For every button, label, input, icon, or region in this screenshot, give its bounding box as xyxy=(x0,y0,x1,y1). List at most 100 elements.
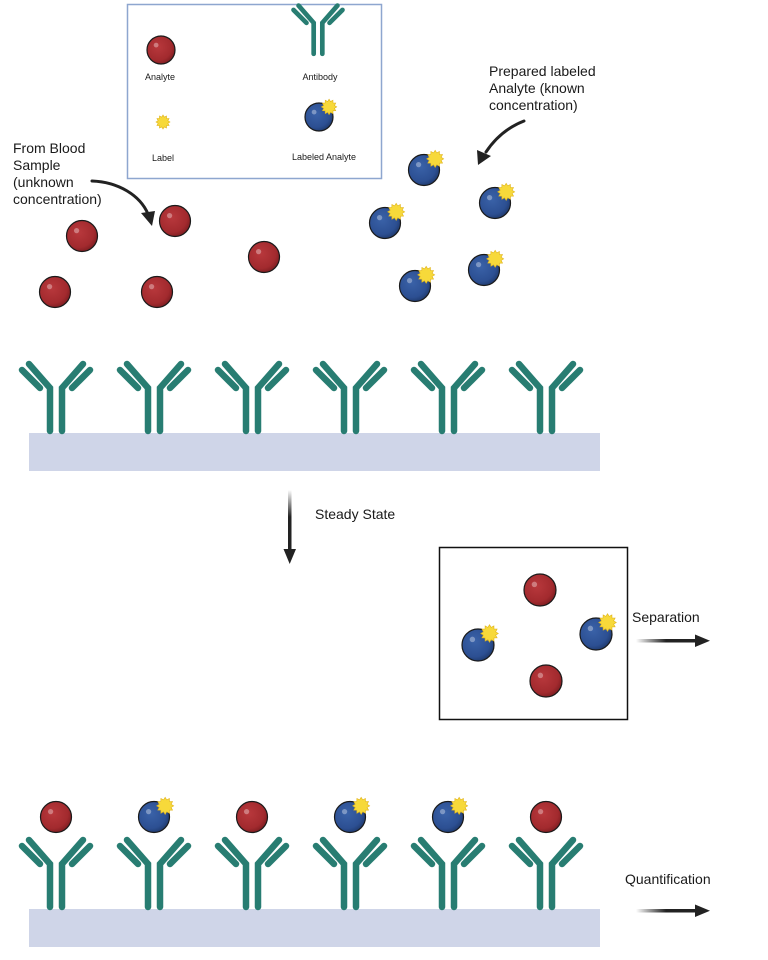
labeled-analyte-sphere xyxy=(579,613,617,651)
steady-state-step: Steady State xyxy=(283,490,395,564)
highlight xyxy=(531,581,538,588)
legend-label-labeled-analyte: Labeled Analyte xyxy=(292,152,356,162)
prepared-line-3: concentration) xyxy=(489,97,578,113)
labeled-analyte-sphere xyxy=(137,796,175,834)
analyte-icon xyxy=(65,219,99,253)
highlight xyxy=(415,161,422,168)
label-star-icon xyxy=(155,114,171,130)
analyte-icon xyxy=(247,240,281,274)
surface-antibodies-top xyxy=(18,360,584,435)
analyte-icon xyxy=(38,275,72,309)
label-star-icon xyxy=(320,98,338,116)
highlight xyxy=(311,109,317,115)
highlight xyxy=(537,672,544,679)
blood-sample-line-2: Sample xyxy=(13,157,61,173)
labeled-analyte-sphere xyxy=(398,265,436,303)
legend-label-antibody: Antibody xyxy=(302,72,338,82)
highlight xyxy=(255,248,262,255)
highlight xyxy=(47,808,54,815)
analyte-sphere xyxy=(65,219,99,253)
label-star-icon xyxy=(387,202,406,221)
legend-item-labeled-analyte xyxy=(304,98,338,132)
prepared-line-2: Analyte (known xyxy=(489,80,585,96)
analyte-sphere xyxy=(158,204,192,238)
highlight xyxy=(243,808,250,815)
label-star-icon xyxy=(417,265,436,284)
labeled-analyte-sphere xyxy=(333,796,371,834)
annotation-prepared-labeled-analyte: Prepared labeled Analyte (known concentr… xyxy=(477,63,596,165)
analyte-icon xyxy=(158,204,192,238)
blood-sample-line-3: (unknown xyxy=(13,174,74,190)
analyte-sphere xyxy=(247,240,281,274)
label-star-icon xyxy=(352,796,371,815)
curved-arrow-icon xyxy=(477,119,526,165)
right-arrow-icon xyxy=(636,634,710,647)
label-star-icon xyxy=(426,149,445,168)
analyte-sphere xyxy=(39,800,73,834)
analyte-sphere xyxy=(523,573,557,607)
highlight xyxy=(153,42,159,48)
antibody-icon xyxy=(18,836,94,911)
label-star-icon xyxy=(598,613,617,632)
analyte-icon xyxy=(523,573,557,607)
blood-sample-line-1: From Blood xyxy=(13,140,85,156)
labeled-analyte-sphere xyxy=(461,624,499,662)
right-arrow-icon xyxy=(636,904,710,917)
separation-label: Separation xyxy=(632,609,700,625)
antibody-icon xyxy=(410,836,486,911)
legend-item-label xyxy=(155,114,171,130)
antibody-icon xyxy=(508,836,584,911)
analyte-sphere xyxy=(235,800,269,834)
quantification-label: Quantification xyxy=(625,871,711,887)
labeled-analyte-sphere xyxy=(368,202,406,240)
highlight xyxy=(587,625,594,632)
annotation-blood-sample: From Blood Sample (unknown concentration… xyxy=(13,140,155,226)
legend-item-antibody xyxy=(291,3,345,57)
blood-sample-line-4: concentration) xyxy=(13,191,102,207)
label-star-icon xyxy=(480,624,499,643)
legend: Analyte Antibody Label Labeled Analyte xyxy=(126,3,383,180)
separation-box xyxy=(438,546,629,721)
highlight xyxy=(475,261,482,268)
analyte-icon xyxy=(529,800,563,834)
labeled-analyte-sphere xyxy=(478,182,516,220)
antibody-icon xyxy=(410,360,486,435)
antibody-icon xyxy=(116,360,192,435)
highlight xyxy=(341,808,348,815)
analyte-sphere xyxy=(529,800,563,834)
analyte-icon xyxy=(140,275,174,309)
highlight xyxy=(486,194,493,201)
steady-state-label: Steady State xyxy=(315,506,395,522)
highlight xyxy=(46,283,53,290)
down-arrow-icon xyxy=(283,490,296,564)
highlight xyxy=(73,227,80,234)
antibody-icon xyxy=(214,836,290,911)
separation-step: Separation xyxy=(632,609,710,647)
antibody-icon xyxy=(116,836,192,911)
highlight xyxy=(145,808,152,815)
highlight xyxy=(537,808,544,815)
legend-label-label: Label xyxy=(152,153,174,163)
legend-item-analyte xyxy=(146,35,176,65)
antibody-icon xyxy=(312,836,388,911)
legend-label-analyte: Analyte xyxy=(145,72,175,82)
label-star-icon xyxy=(156,796,175,815)
surface-antibodies-bottom xyxy=(18,796,584,911)
analyte-icon xyxy=(146,35,176,65)
antibody-icon xyxy=(312,360,388,435)
unbound-particles xyxy=(461,573,617,698)
quantification-step: Quantification xyxy=(625,871,711,917)
analyte-sphere xyxy=(529,664,563,698)
antibody-icon xyxy=(214,360,290,435)
antibody-icon xyxy=(18,360,94,435)
label-star-icon xyxy=(497,182,516,201)
antibody-icon xyxy=(291,3,345,57)
curved-arrow-icon xyxy=(90,179,155,226)
labeled-analyte-sphere xyxy=(431,796,469,834)
highlight xyxy=(469,636,476,643)
labeled-analyte-sphere xyxy=(304,98,338,132)
solid-surface-bottom xyxy=(29,909,600,947)
prepared-line-1: Prepared labeled xyxy=(489,63,596,79)
analyte-icon xyxy=(235,800,269,834)
